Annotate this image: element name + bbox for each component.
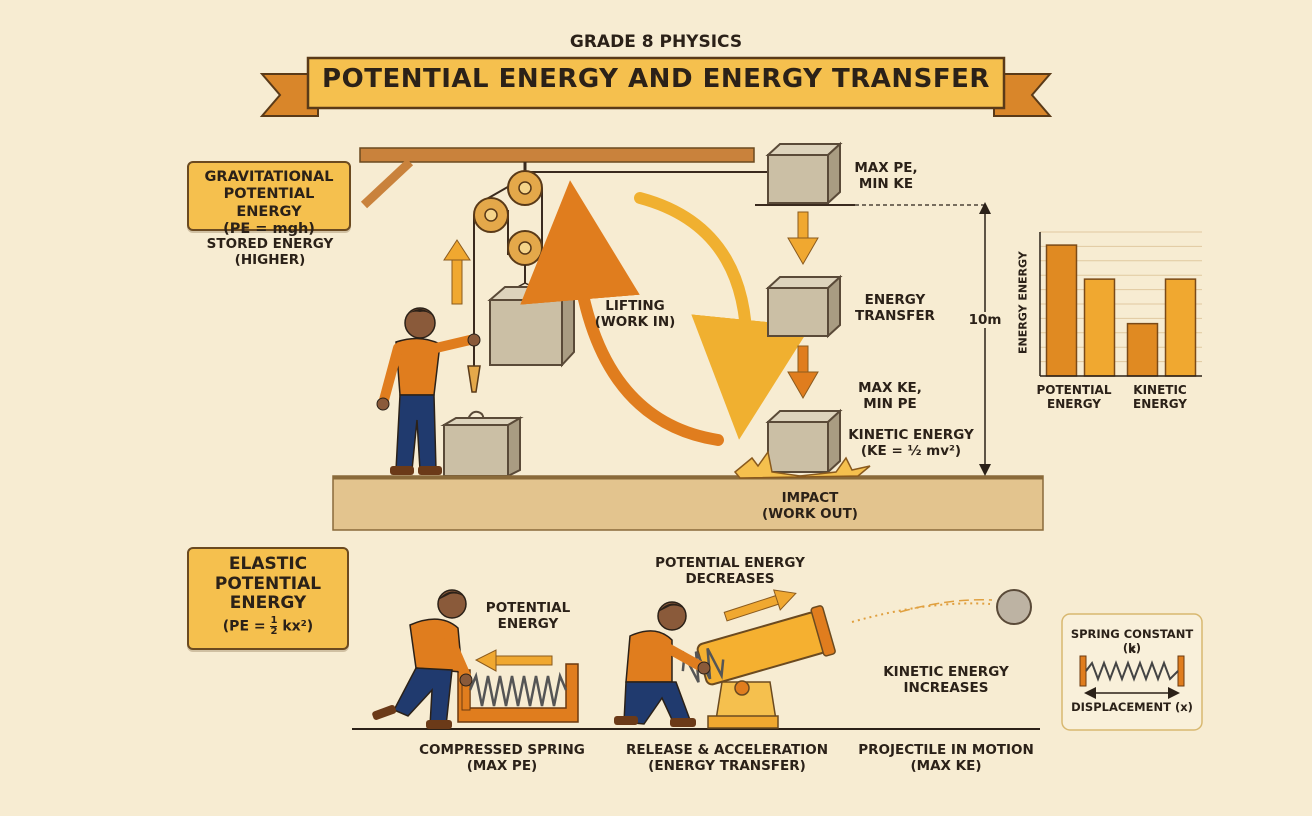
max-ke-label: MAX KE, MIN PE <box>850 380 930 412</box>
spring-constant-title: SPRING CONSTANT (k) <box>1070 627 1194 655</box>
x-label-kinetic-1: KINETIC <box>1133 383 1187 397</box>
max-ke-line-1: MAX KE, <box>858 380 922 396</box>
ke-line-1: KINETIC ENERGY <box>848 427 974 443</box>
gpe-formula: (PE = mgh) <box>223 221 315 238</box>
x-label-potential-1: POTENTIAL <box>1036 383 1112 397</box>
caption-projectile: PROJECTILE IN MOTION (MAX KE) <box>846 742 1046 774</box>
cap3-line-2: (MAX KE) <box>910 758 982 775</box>
epe-line-1: ELASTIC <box>228 554 308 574</box>
person-pulling-rope <box>376 307 481 475</box>
chart-x-label-potential: POTENTIAL ENERGY <box>1032 383 1116 412</box>
chart-bar-1-1 <box>1164 278 1197 377</box>
inc-line-2: INCREASES <box>903 680 989 697</box>
spring-k-label: k <box>1128 643 1136 656</box>
ke-increases-label: KINETIC ENERGY INCREASES <box>868 664 1024 696</box>
falling-stone-top <box>765 141 843 206</box>
lift-up-arrow <box>443 239 471 305</box>
compressed-spring-box <box>457 663 579 723</box>
impact-line-1: IMPACT <box>781 490 839 506</box>
ground-stone <box>440 410 524 478</box>
cap1-line-1: COMPRESSED SPRING <box>419 742 585 758</box>
title-banner <box>259 56 1053 117</box>
projectile-trail-2 <box>899 599 993 613</box>
transfer-line-2: TRANSFER <box>855 308 935 325</box>
falling-curve-arrow <box>634 192 811 440</box>
ground-platform <box>332 475 1044 531</box>
gpe-line-2: POTENTIAL ENERGY <box>223 186 315 220</box>
max-pe-label: MAX PE, MIN KE <box>846 160 926 192</box>
stored-line-1: STORED ENERGY <box>206 236 334 252</box>
hanging-stone <box>487 284 577 368</box>
gravitational-pe-box: GRAVITATIONAL POTENTIAL ENERGY (PE = mgh… <box>187 161 351 237</box>
max-pe-line-2: MIN KE <box>858 176 914 193</box>
page-title: POTENTIAL ENERGY AND ENERGY TRANSFER <box>322 64 990 94</box>
lifting-line-1: LIFTING <box>605 298 665 314</box>
kinetic-energy-label: KINETIC ENERGY (KE = ½ mv²) <box>848 427 974 459</box>
cap1-line-2: (MAX PE) <box>466 758 538 775</box>
projectile-ball <box>996 589 1032 625</box>
ke-formula: (KE = ½ mv²) <box>860 443 962 460</box>
falling-stone-middle <box>765 274 843 339</box>
transfer-line-1: ENERGY <box>864 292 926 308</box>
dec-line-2: DECREASES <box>685 571 775 588</box>
potential-energy-label: POTENTIAL ENERGY <box>478 600 578 632</box>
pe-decreases-label: POTENTIAL ENERGY DECREASES <box>640 555 820 587</box>
push-left-arrow <box>474 649 553 672</box>
stored-energy-label: STORED ENERGY (HIGHER) <box>180 236 360 268</box>
dec-line-1: POTENTIAL ENERGY <box>655 555 805 571</box>
stored-line-2: (HIGHER) <box>234 252 306 269</box>
person-releasing-spring <box>614 601 711 727</box>
chart-bar-1-0 <box>1126 322 1159 377</box>
overhead-beam <box>359 147 770 209</box>
spring-constant-inset <box>1061 613 1203 731</box>
max-ke-line-2: MIN PE <box>863 396 917 413</box>
x-label-potential-2: ENERGY <box>1047 397 1101 412</box>
spring-cannon <box>681 605 836 729</box>
epe-line-3: ENERGY <box>229 593 307 614</box>
down-arrow-2 <box>787 345 819 400</box>
chart-bar-0-0 <box>1045 244 1078 377</box>
pe-label-line-1: POTENTIAL <box>485 600 571 616</box>
caption-compressed-spring: COMPRESSED SPRING (MAX PE) <box>402 742 602 774</box>
inc-line-1: KINETIC ENERGY <box>883 664 1009 680</box>
impact-line-2: (WORK OUT) <box>762 506 858 523</box>
impact-label: IMPACT (WORK OUT) <box>740 490 880 522</box>
x-label-kinetic-2: ENERGY <box>1133 397 1187 412</box>
energy-transfer-label: ENERGY TRANSFER <box>850 292 940 324</box>
epe-line-2: POTENTIAL <box>214 573 322 594</box>
cap3-line-1: PROJECTILE IN MOTION <box>858 742 1034 758</box>
down-arrow-1 <box>787 211 819 266</box>
lifting-curve-arrow <box>520 180 724 446</box>
spring-displacement-label: DISPLACEMENT (x) <box>1071 700 1193 714</box>
launch-direction-arrow <box>723 589 797 622</box>
pe-label-line-2: ENERGY <box>497 616 559 633</box>
cap2-line-1: RELEASE & ACCELERATION <box>625 742 829 758</box>
lifting-line-2: (WORK IN) <box>594 314 676 331</box>
gpe-line-1: GRAVITATIONAL <box>204 169 334 185</box>
cap2-line-2: (ENERGY TRANSFER) <box>648 758 806 775</box>
lifting-label: LIFTING (WORK IN) <box>580 298 690 330</box>
caption-release: RELEASE & ACCELERATION (ENERGY TRANSFER) <box>616 742 838 774</box>
impact-burst-icon <box>733 450 871 479</box>
chart-x-label-kinetic: KINETIC ENERGY <box>1118 383 1202 412</box>
max-pe-line-1: MAX PE, <box>854 160 918 176</box>
chart-y-label: ENERGY ENERGY <box>1016 251 1030 354</box>
height-label: 10m <box>960 312 1010 329</box>
falling-stone-bottom <box>765 408 843 475</box>
person-compressing-spring <box>372 589 473 729</box>
chart-bars <box>1045 244 1197 377</box>
grade-label: GRADE 8 PHYSICS <box>569 32 743 52</box>
chart-bar-0-1 <box>1083 278 1116 377</box>
